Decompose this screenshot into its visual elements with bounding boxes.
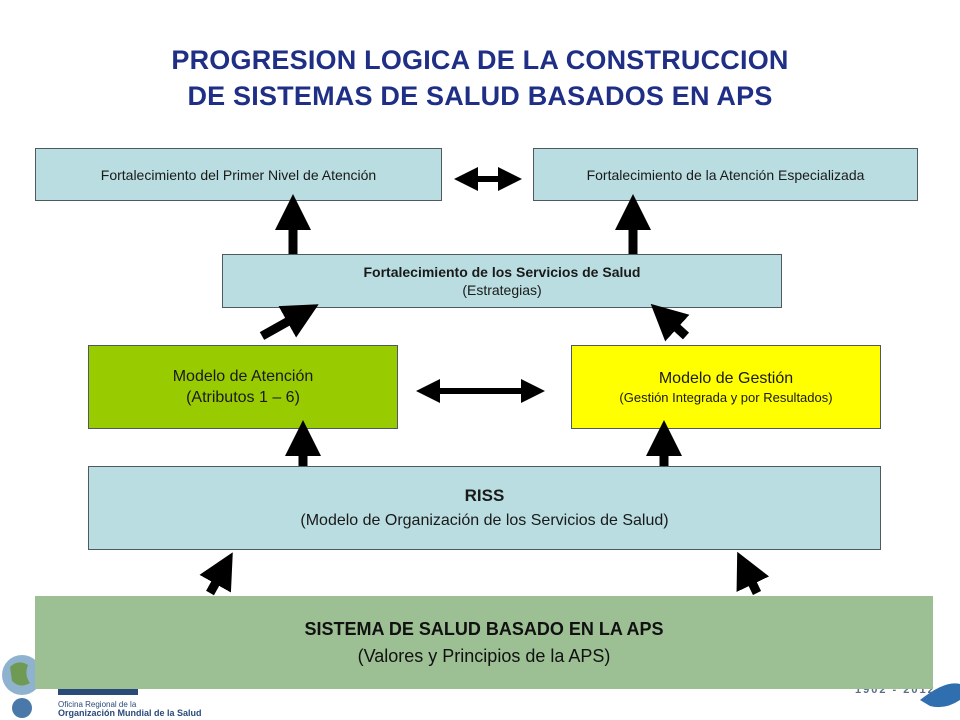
org-line-2: Organización Mundial de la Salud — [58, 708, 202, 718]
modelo-gestion-box: Modelo de Gestión (Gestión Integrada y p… — [571, 345, 881, 429]
modelo-atencion-box: Modelo de Atención (Atributos 1 – 6) — [88, 345, 398, 429]
riss-box: RISS (Modelo de Organización de los Serv… — [88, 466, 881, 550]
title-line-1: PROGRESION LOGICA DE LA CONSTRUCCION — [171, 45, 789, 75]
primer-nivel-label: Fortalecimiento del Primer Nivel de Aten… — [100, 166, 377, 183]
sistema-title: SISTEMA DE SALUD BASADO EN LA APS — [304, 618, 664, 639]
especializada-label: Fortalecimiento de la Atención Especiali… — [586, 166, 865, 183]
modelo-atencion-title: Modelo de Atención — [172, 367, 314, 385]
modelo-gestion-title: Modelo de Gestión — [658, 369, 794, 387]
especializada-box: Fortalecimiento de la Atención Especiali… — [533, 148, 918, 201]
modelo-atencion-subtitle: (Atributos 1 – 6) — [186, 388, 300, 406]
org-name: Oficina Regional de la Organización Mund… — [58, 700, 202, 718]
sistema-box: SISTEMA DE SALUD BASADO EN LA APS (Valor… — [35, 596, 933, 689]
org-line-1: Oficina Regional de la — [58, 700, 137, 709]
servicios-subtitle: (Estrategias) — [462, 282, 542, 298]
servicios-title: Fortalecimiento de los Servicios de Salu… — [363, 264, 641, 280]
servicios-box: Fortalecimiento de los Servicios de Salu… — [222, 254, 782, 308]
anniversary-swoosh-icon — [920, 683, 960, 708]
primer-nivel-box: Fortalecimiento del Primer Nivel de Aten… — [35, 148, 442, 201]
diag-arrow-sistema-right — [736, 551, 770, 595]
title-line-2: DE SISTEMAS DE SALUD BASADOS EN APS — [187, 81, 773, 111]
page-title: PROGRESION LOGICA DE LA CONSTRUCCION DE … — [0, 42, 960, 114]
diag-arrow-gestion-servicios — [650, 303, 690, 342]
modelo-gestion-subtitle: (Gestión Integrada y por Resultados) — [619, 389, 833, 405]
diag-arrow-atencion-servicios — [259, 304, 319, 340]
sistema-subtitle: (Valores y Principios de la APS) — [357, 645, 611, 666]
riss-title: RISS — [464, 486, 505, 505]
diag-arrow-sistema-left — [199, 552, 233, 596]
riss-subtitle: (Modelo de Organización de los Servicios… — [300, 512, 669, 529]
